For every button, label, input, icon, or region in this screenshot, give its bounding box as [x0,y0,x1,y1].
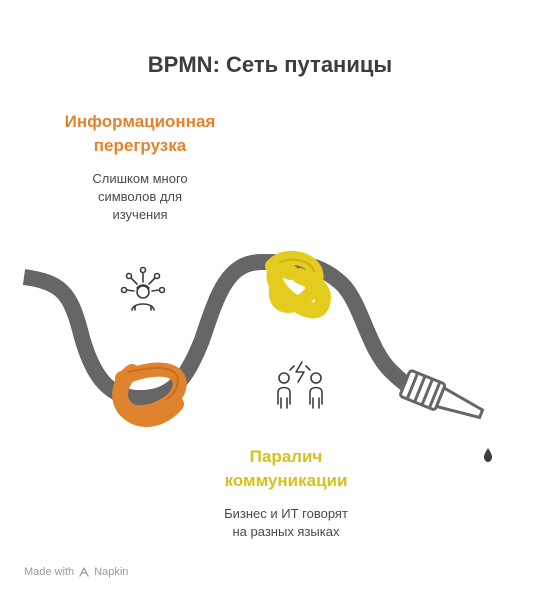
description-line: изучения [112,207,168,222]
section-heading-overload: Информационная перегрузка [40,110,240,158]
description-line: символов для [97,189,183,204]
yellow-knot [265,251,331,319]
section-heading-paralysis: Паралич коммуникации [200,445,372,493]
made-with-label: Made with [24,566,75,578]
section-description-overload: Слишком много символов для изучения [40,170,240,224]
heading-line: Паралич [249,447,323,466]
page-title: BPMN: Сеть путаницы [147,52,393,77]
hose-nozzle [399,369,485,420]
napkin-logo-icon [79,567,89,577]
heading-line: перегрузка [93,136,187,155]
description-line: Бизнес и ИТ говорят [224,506,348,521]
rope [22,253,419,407]
heading-line: Информационная [64,112,216,131]
description-line: Слишком много [92,171,188,186]
description-line: на разных языках [232,524,340,539]
two-people-conflict-icon [277,361,323,409]
water-drop-icon [484,448,492,462]
footer-credit[interactable]: Made with Napkin [24,566,128,578]
heading-line: коммуникации [224,471,348,490]
section-description-paralysis: Бизнес и ИТ говорят на разных языках [198,505,374,541]
orange-knot [112,362,187,427]
overloaded-person-icon [120,266,166,311]
napkin-brand-label: Napkin [94,566,129,578]
